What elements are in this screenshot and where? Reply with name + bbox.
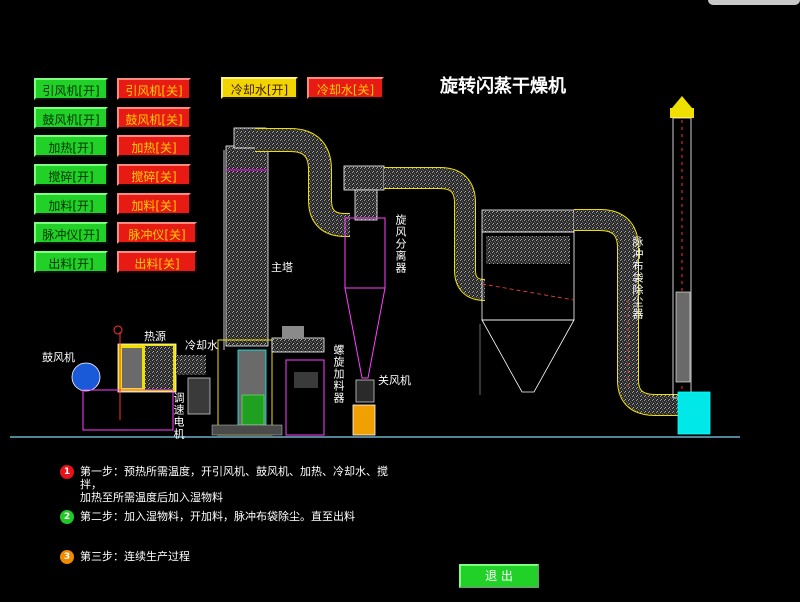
step-1-line2: 拌，	[80, 478, 102, 491]
label-reyuan: 热源	[144, 330, 166, 343]
page-title: 旋转闪蒸干燥机	[440, 76, 566, 97]
bag-filter	[479, 209, 575, 395]
label-maichong-budai: 脉冲布袋除尘器	[631, 236, 644, 320]
yinfengji-off-button[interactable]: 引风机[关]	[117, 78, 191, 100]
step-2-text: 第二步：加入湿物料，开加料，脉冲布袋除尘。直至出料	[80, 510, 355, 523]
jiare-off-button[interactable]: 加热[关]	[117, 135, 191, 157]
maichongyi-off-button[interactable]: 脉冲仪[关]	[117, 222, 197, 244]
jialiao-off-button[interactable]: 加料[关]	[117, 193, 191, 215]
jialiao-on-button[interactable]: 加料[开]	[34, 193, 108, 215]
label-guanfengji: 关风机	[378, 374, 411, 387]
screw-feeder	[271, 326, 325, 436]
maichongyi-on-button[interactable]: 脉冲仪[开]	[34, 222, 108, 244]
cyclone-separator	[343, 165, 386, 436]
chuliao-off-button[interactable]: 出料[关]	[117, 251, 197, 273]
window-scrollbar-edge	[708, 0, 800, 5]
step-3-text: 第三步：连续生产过程	[80, 550, 190, 563]
exit-button[interactable]: 退 出	[459, 564, 539, 588]
duct-tower-to-cyclone	[255, 128, 350, 237]
jiaosui-off-button[interactable]: 搅碎[关]	[117, 164, 191, 186]
yinfengji-on-button[interactable]: 引风机[开]	[34, 78, 108, 100]
step-3-number: 3	[60, 550, 74, 564]
gufengji-off-button[interactable]: 鼓风机[关]	[117, 107, 191, 129]
duct-cyclone-to-filter	[384, 167, 486, 301]
label-gufengji: 鼓风机	[42, 351, 75, 364]
label-luoxuan-jialiaoqi: 螺旋加料器	[332, 344, 345, 404]
main-tower	[187, 127, 283, 436]
chuliao-on-button[interactable]: 出料[开]	[34, 251, 108, 273]
lengqueshui-on-button[interactable]: 冷却水[开]	[221, 77, 298, 99]
jiaosui-on-button[interactable]: 搅碎[开]	[34, 164, 108, 186]
step-1-line1: 第一步：预热所需温度，开引风机、鼓风机、加热、冷却水、搅	[80, 465, 388, 478]
lengqueshui-off-button[interactable]: 冷却水[关]	[307, 77, 384, 99]
step-2-number: 2	[60, 510, 74, 524]
duct-filter-to-stack	[574, 209, 680, 416]
label-lengqueshui: 冷却水	[185, 339, 218, 352]
gufengji-on-button[interactable]: 鼓风机[开]	[34, 107, 108, 129]
step-1-line3: 加热至所需温度后加入湿物料	[80, 491, 223, 504]
label-xuanfeng-fenliqi: 旋风分离器	[394, 214, 407, 274]
exhaust-stack	[670, 96, 711, 435]
blower-fan	[71, 362, 101, 392]
jiare-on-button[interactable]: 加热[开]	[34, 135, 108, 157]
label-zhuta: 主塔	[271, 261, 293, 274]
label-tiaosu-dianji: 调速电机	[172, 392, 185, 440]
step-1-number: 1	[60, 465, 74, 479]
heat-source	[71, 325, 206, 431]
